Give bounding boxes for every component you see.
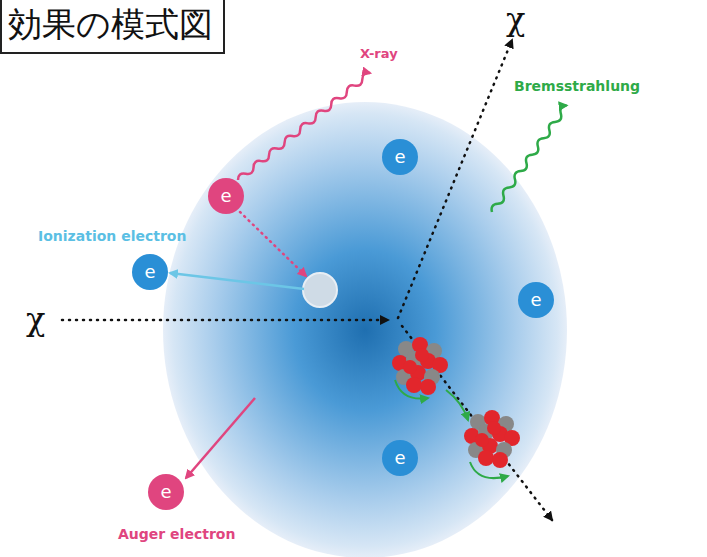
- particle-symbol: χ: [26, 300, 45, 338]
- xray-label: X-ray: [360, 46, 398, 61]
- electron-label: e: [394, 148, 405, 166]
- bremsstrahlung-label: Bremsstrahlung: [514, 78, 640, 94]
- electron-circle: e: [132, 254, 168, 290]
- electron-circle: e: [382, 440, 418, 476]
- electron-circle: e: [518, 282, 554, 318]
- electron-label: e: [394, 449, 405, 467]
- electron-circle: e: [148, 474, 184, 510]
- particle-symbol: χ: [506, 0, 525, 38]
- title: 効果の模式図: [8, 2, 213, 48]
- electron-label: e: [160, 483, 171, 501]
- electron-circle: e: [208, 178, 244, 214]
- electron-label: e: [144, 263, 155, 281]
- electron-label: e: [220, 187, 231, 205]
- ionization-label: Ionization electron: [38, 228, 186, 244]
- electron-label: e: [530, 291, 541, 309]
- electron-circle: e: [382, 139, 418, 175]
- auger-label: Auger electron: [118, 526, 235, 542]
- title-box: 効果の模式図: [0, 0, 225, 54]
